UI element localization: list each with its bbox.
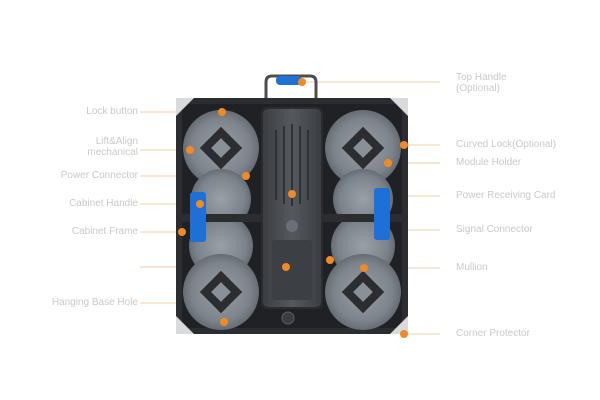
cabinet-handle-left: [190, 192, 206, 242]
power-box-fins: [275, 124, 309, 206]
callout-dot: [218, 108, 226, 116]
callout-dot: [178, 228, 186, 236]
label-lock-button: Lock button: [86, 106, 138, 117]
led-cabinet: [176, 74, 408, 334]
label-module-holder: Module Holder: [456, 157, 522, 168]
callout-dot: [288, 190, 296, 198]
callout-dot: [298, 78, 306, 86]
callout-dot: [196, 200, 204, 208]
callout-dot: [384, 159, 392, 167]
label-power-receiving-card: Power Receiving Card: [456, 190, 556, 201]
callout-dot: [186, 146, 194, 154]
cabinet-handle-right: [374, 188, 390, 240]
callout-dot: [282, 263, 290, 271]
bottom-connector: [281, 311, 295, 325]
callout-dot: [400, 141, 408, 149]
corner-protectors: [176, 98, 408, 334]
callout-dot: [400, 330, 408, 338]
label-cabinet-handle: Cabinet Handle: [69, 198, 138, 209]
label-top-handle: Top Handle (Optional): [456, 72, 507, 94]
label-signal-connector: Signal Connector: [456, 224, 533, 235]
label-mullion: Mullion: [456, 262, 488, 273]
label-cabinet-frame: Cabinet Frame: [71, 226, 138, 237]
callout-dot: [242, 172, 250, 180]
label-corner-protector: Corner Protector: [456, 328, 530, 339]
module-bracket-centers: [211, 138, 373, 302]
power-box-fan: [286, 220, 298, 232]
label-curved-lock: Curved Lock(Optional): [456, 139, 557, 150]
label-hanging-base-hole: Hanging Base Hole: [51, 297, 138, 308]
callout-dot: [326, 256, 334, 264]
callout-dots: [178, 78, 408, 338]
top-handle-grip: [276, 76, 302, 85]
label-lift-align: Lift&Align mechanical: [87, 136, 138, 158]
callout-dot: [360, 264, 368, 272]
callout-dot: [220, 318, 228, 326]
label-power-connector: Power Connector: [60, 170, 138, 181]
